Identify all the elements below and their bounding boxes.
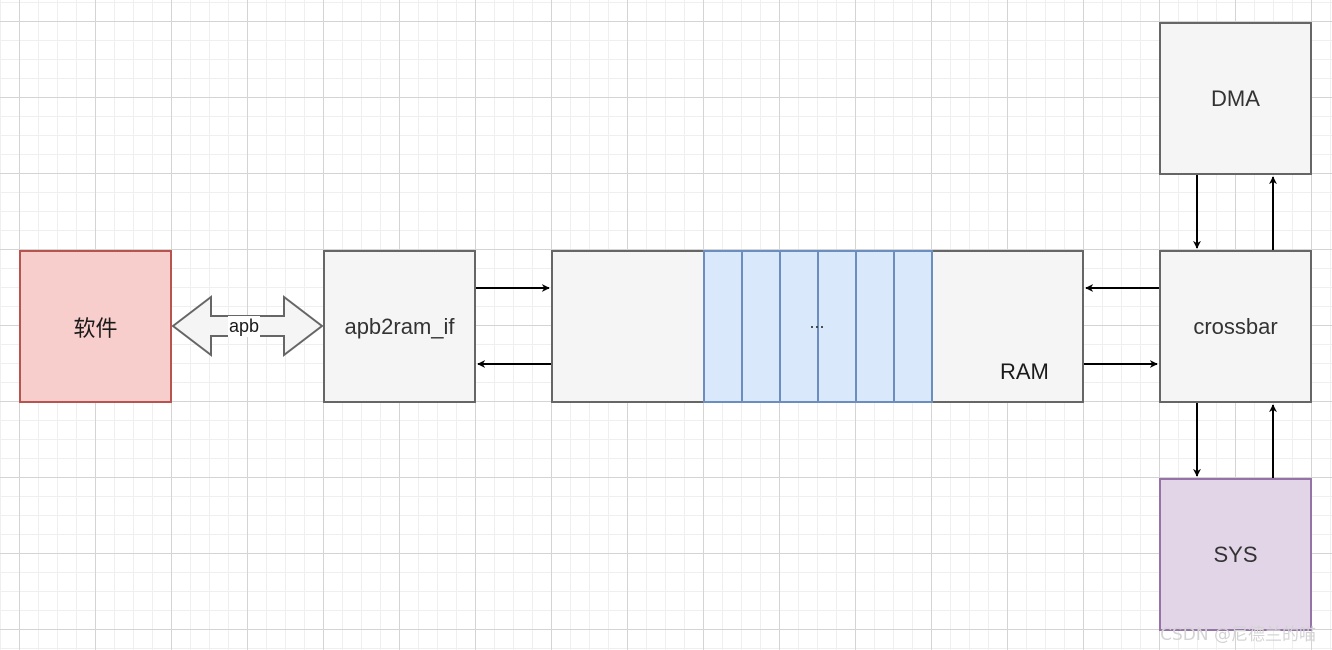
software-label: 软件 — [73, 316, 118, 342]
watermark: CSDN @尼德兰的喵 — [1160, 625, 1316, 645]
apb-edge-label: apb — [228, 316, 261, 337]
apb2ram-if-node[interactable]: apb2ram_if — [323, 250, 476, 403]
dma-label: DMA — [1211, 85, 1260, 111]
software-node[interactable]: 软件 — [19, 250, 172, 403]
ram-cell — [855, 250, 895, 403]
crossbar-node[interactable]: crossbar — [1159, 250, 1312, 403]
ram-cell — [893, 250, 933, 403]
ram-label: RAM — [1000, 359, 1049, 384]
apb2ram-if-label: apb2ram_if — [344, 313, 455, 339]
ram-cell — [703, 250, 743, 403]
crossbar-label: crossbar — [1193, 313, 1278, 339]
ram-ellipsis: ... — [809, 312, 825, 332]
sys-label: SYS — [1213, 541, 1258, 567]
dma-node[interactable]: DMA — [1159, 22, 1312, 175]
sys-node[interactable]: SYS — [1159, 478, 1312, 631]
